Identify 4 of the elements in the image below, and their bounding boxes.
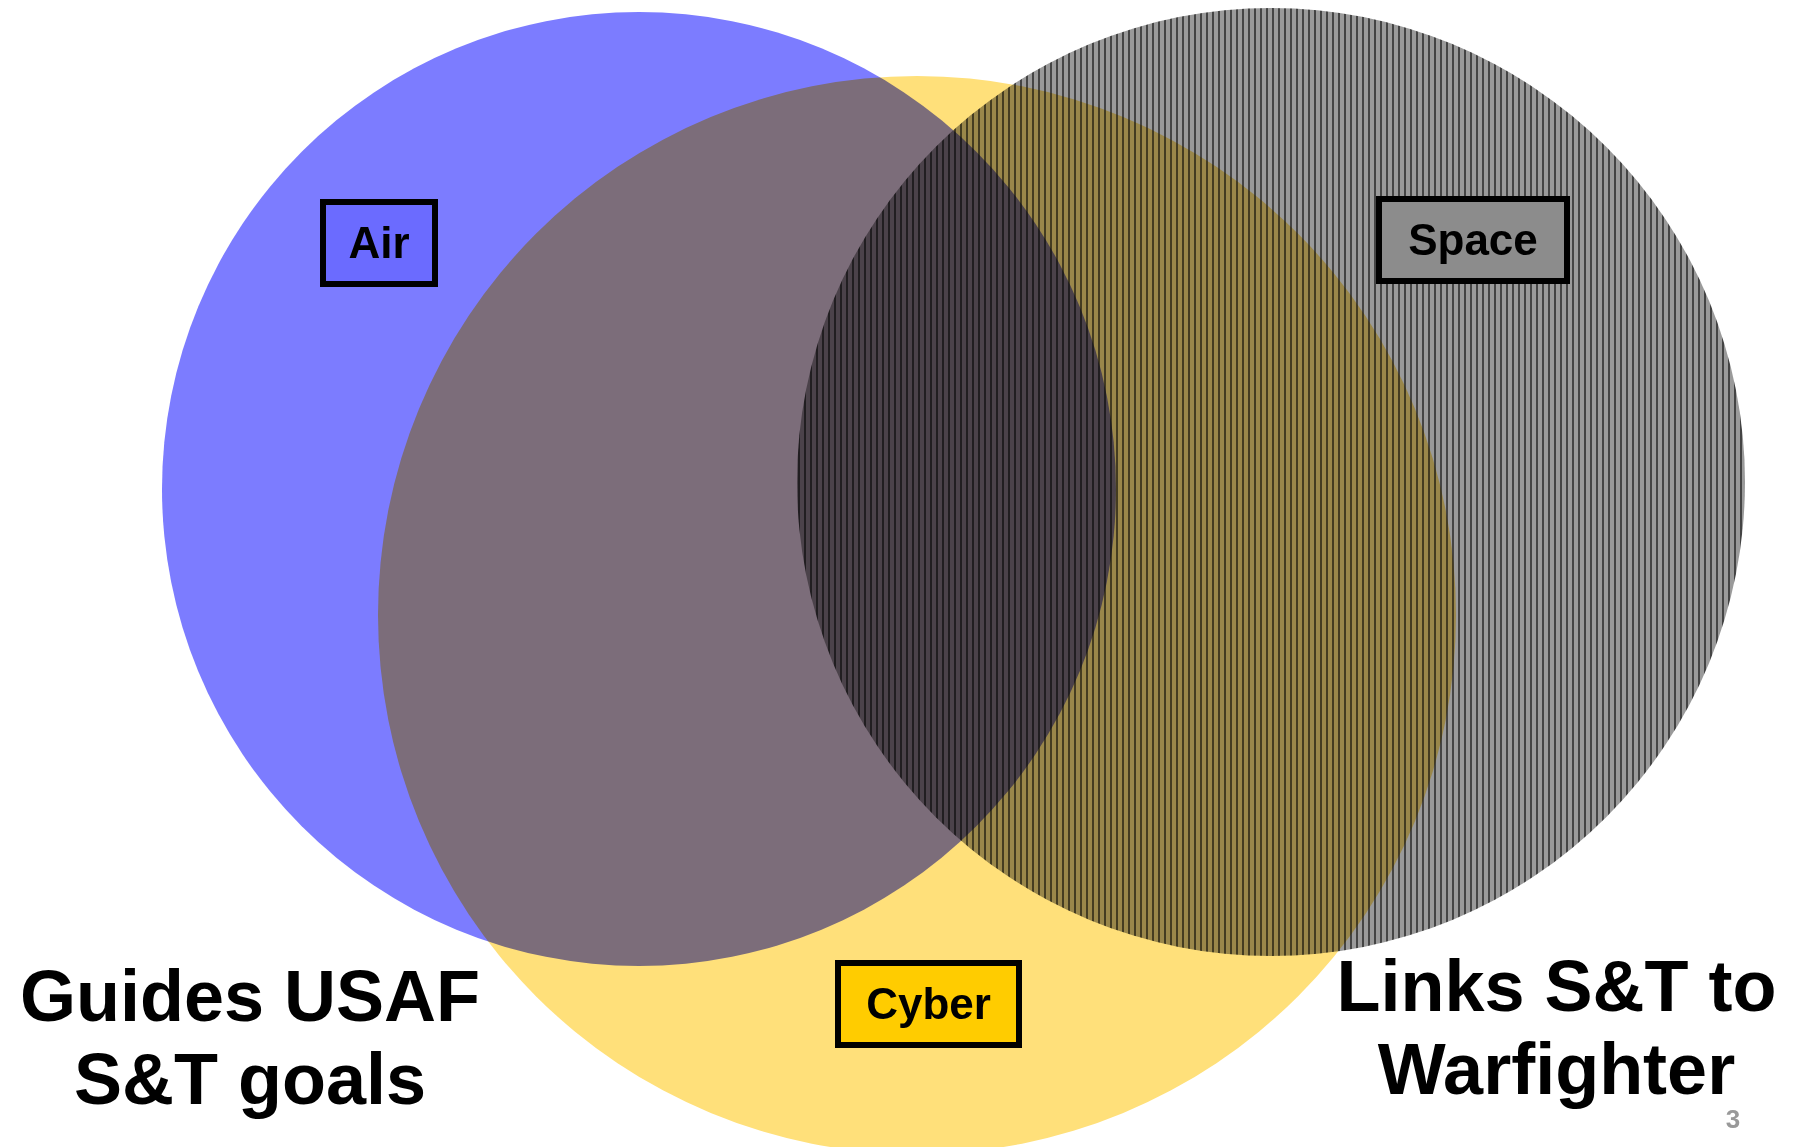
circle-label: Air (320, 199, 438, 287)
circle-label: Cyber (835, 960, 1022, 1048)
caption-text: Guides USAF S&T goals (18, 955, 482, 1121)
circle-label: Space (1376, 196, 1570, 284)
